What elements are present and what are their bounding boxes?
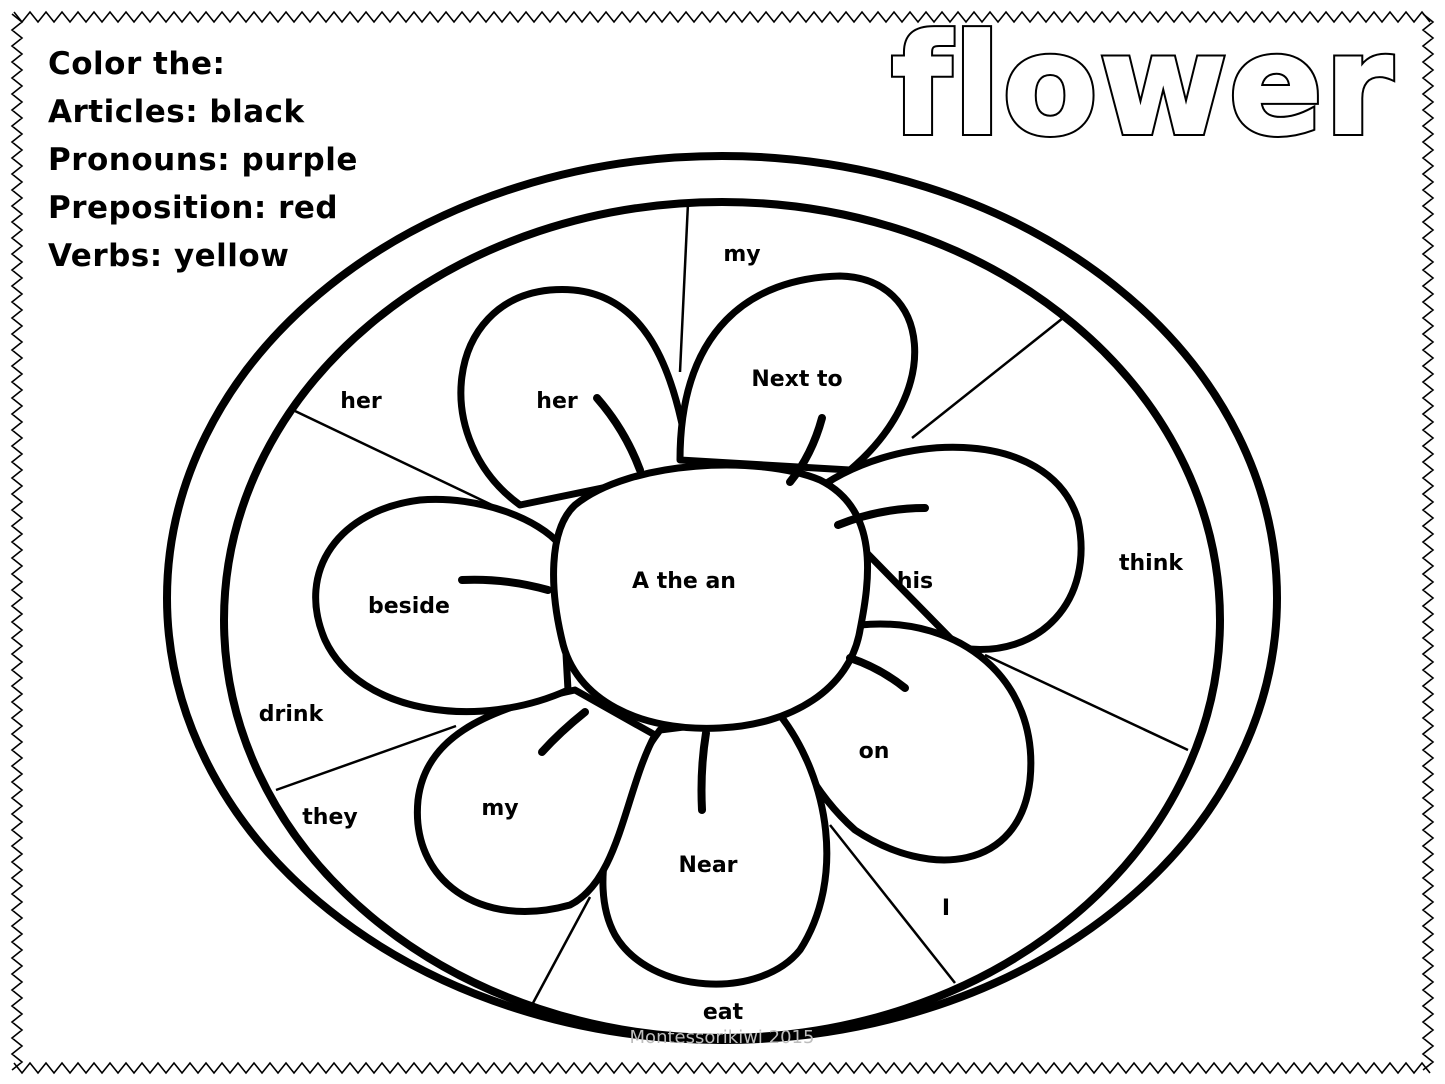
petal-bottom-word[interactable]: Near bbox=[678, 853, 737, 878]
zigzag-border-bottom bbox=[13, 1061, 1431, 1075]
petal-right[interactable] bbox=[806, 443, 1085, 653]
ring-lower-right-word[interactable]: I bbox=[942, 896, 950, 921]
petal-left[interactable] bbox=[312, 495, 572, 715]
ring-lower-left-word[interactable]: they bbox=[302, 805, 357, 830]
page-title-inner-outline: flower bbox=[891, 18, 1394, 158]
petal-top-left-word[interactable]: her bbox=[536, 389, 578, 414]
instructions-heading: Color the: bbox=[48, 46, 226, 82]
petal-veins bbox=[458, 394, 929, 814]
zigzag-border-left bbox=[10, 13, 24, 1071]
title-word-art: flower flower bbox=[888, 18, 1395, 158]
petal-top-right[interactable] bbox=[676, 272, 919, 474]
inner-oval[interactable] bbox=[220, 198, 1224, 1042]
petal-top-right-word[interactable]: Next to bbox=[751, 367, 842, 392]
instruction-preposition: Preposition: red bbox=[48, 190, 339, 226]
ring-dividers bbox=[275, 202, 1189, 1004]
ring-left-word[interactable]: drink bbox=[259, 702, 325, 727]
word-labels: A the an her Next to his on Near my besi… bbox=[259, 242, 1185, 1025]
center-words[interactable]: A the an bbox=[632, 569, 736, 594]
ring-upper-left-word[interactable]: her bbox=[340, 389, 382, 414]
zigzag-border-right bbox=[1421, 13, 1435, 1071]
petal-left-word[interactable]: beside bbox=[368, 594, 450, 619]
petal-lower-right-word[interactable]: on bbox=[859, 739, 890, 764]
instruction-pronouns: Pronouns: purple bbox=[48, 142, 358, 178]
instruction-articles: Articles: black bbox=[48, 94, 305, 130]
petal-lower-left-word[interactable]: my bbox=[481, 796, 518, 821]
flower-center[interactable] bbox=[550, 461, 872, 732]
page-title: flower bbox=[891, 18, 1394, 158]
zigzag-border-top bbox=[13, 10, 1431, 24]
petal-lower-left[interactable] bbox=[413, 686, 659, 915]
petals bbox=[312, 272, 1085, 988]
watermark: Montessorikiwi 2015 bbox=[630, 1027, 815, 1048]
ring-right-word[interactable]: think bbox=[1119, 551, 1184, 576]
ring-top-word[interactable]: my bbox=[723, 242, 760, 267]
ring-bottom-word[interactable]: eat bbox=[703, 1000, 744, 1025]
instruction-verbs: Verbs: yellow bbox=[48, 238, 290, 274]
petal-right-word[interactable]: his bbox=[897, 569, 933, 594]
